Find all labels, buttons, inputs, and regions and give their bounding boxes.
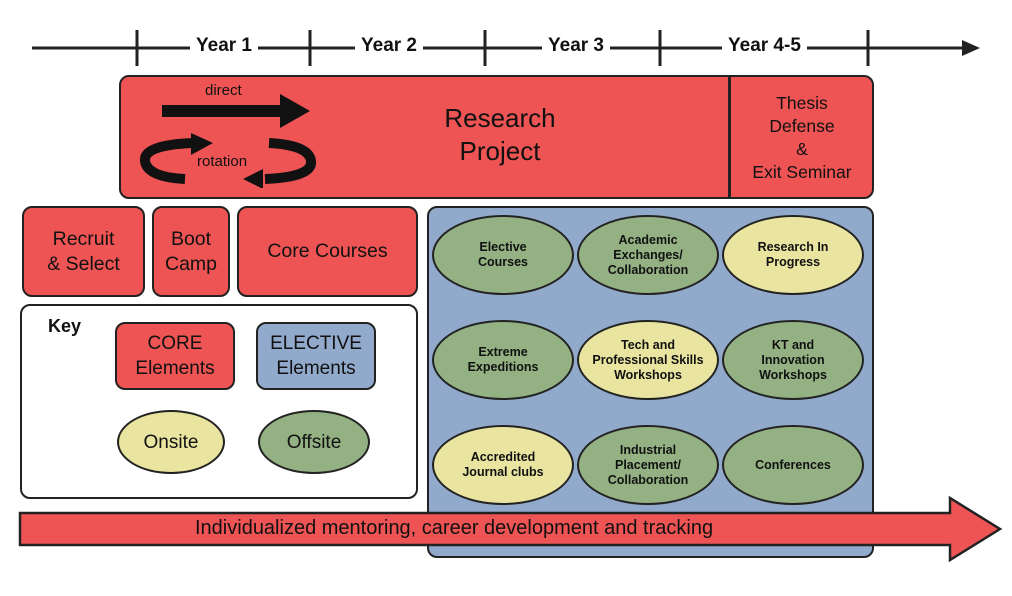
key-onsite-oval: Onsite xyxy=(117,410,225,474)
recruit-select-block: Recruit & Select xyxy=(22,206,145,297)
elective-oval: Elective Courses xyxy=(432,215,574,295)
elective-oval: Extreme Expeditions xyxy=(432,320,574,400)
year-1-label: Year 1 xyxy=(190,35,258,57)
key-elective-elements: ELECTIVE Elements xyxy=(256,322,376,390)
key-offsite-oval: Offsite xyxy=(258,410,370,474)
key-core-elements: CORE Elements xyxy=(115,322,235,390)
elective-oval: Academic Exchanges/ Collaboration xyxy=(577,215,719,295)
research-divider xyxy=(728,75,731,199)
elective-oval: Research In Progress xyxy=(722,215,864,295)
timeline xyxy=(32,30,980,66)
direct-arrow-icon xyxy=(162,94,310,128)
elective-oval: Tech and Professional Skills Workshops xyxy=(577,320,719,400)
year-2-label: Year 2 xyxy=(355,35,423,57)
timeline-arrowhead xyxy=(962,40,980,56)
rotation-arrows-icon xyxy=(140,133,316,188)
mentoring-arrow xyxy=(18,495,1003,563)
year-3-label: Year 3 xyxy=(542,35,610,57)
key-title: Key xyxy=(48,316,82,336)
thesis-defense-label: Thesis Defense & Exit Seminar xyxy=(752,93,852,182)
elective-oval: KT and Innovation Workshops xyxy=(722,320,864,400)
elective-oval: Conferences xyxy=(722,425,864,505)
year-4-5-label: Year 4-5 xyxy=(722,35,807,57)
direct-label: direct xyxy=(205,82,242,99)
rotation-label: rotation xyxy=(197,153,248,170)
research-project-title: Research Project xyxy=(444,103,556,166)
core-courses-block: Core Courses xyxy=(237,206,418,297)
elective-oval: Industrial Placement/ Collaboration xyxy=(577,425,719,505)
elective-oval: Accredited Journal clubs xyxy=(432,425,574,505)
boot-camp-block: Boot Camp xyxy=(152,206,230,297)
mentoring-label: Individualized mentoring, career develop… xyxy=(195,517,714,539)
